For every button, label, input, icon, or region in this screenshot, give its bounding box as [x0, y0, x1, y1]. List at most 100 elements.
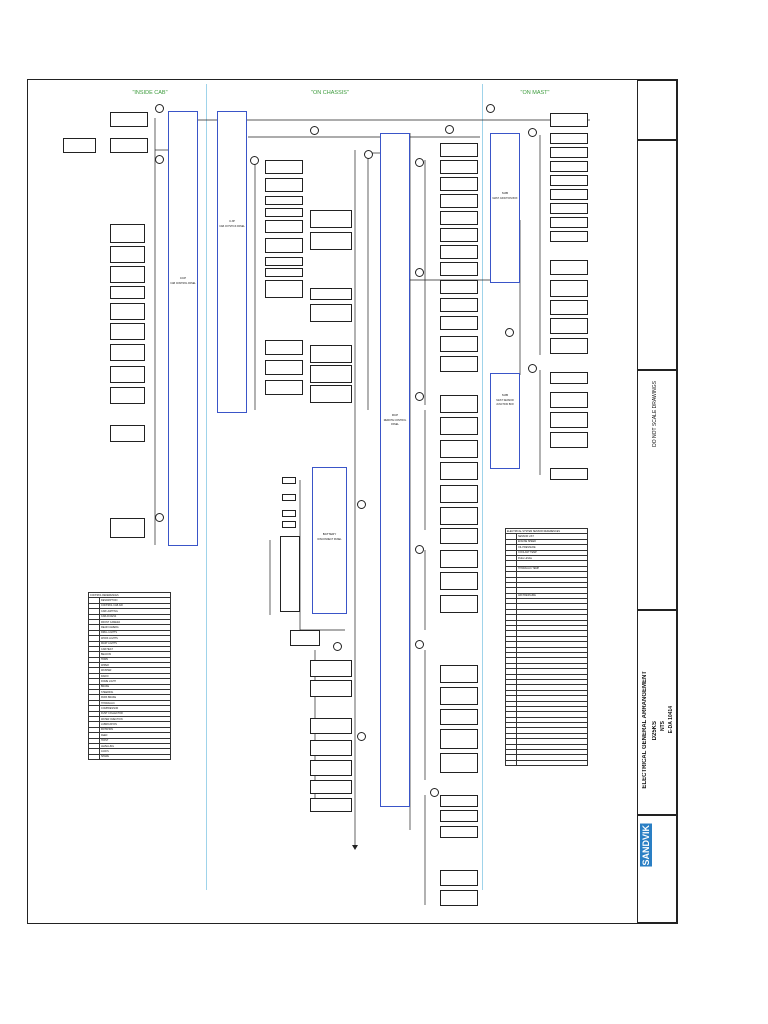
component-box[interactable] [310, 798, 352, 812]
component-box[interactable] [550, 280, 588, 297]
component-box[interactable] [110, 112, 148, 127]
component-box[interactable] [265, 208, 303, 217]
component-box[interactable] [310, 680, 352, 697]
rcp-module[interactable]: RCP REMOTE CONTROL PANEL [380, 133, 410, 807]
component-box[interactable] [310, 304, 352, 322]
component-box[interactable] [440, 826, 478, 838]
component-box[interactable] [110, 303, 145, 320]
component-box[interactable] [550, 231, 588, 242]
component-box[interactable] [110, 246, 145, 263]
component-box[interactable] [282, 494, 296, 501]
component-box[interactable] [440, 595, 478, 613]
component-box[interactable] [440, 316, 478, 330]
cjp-module[interactable]: CJP CAB JOYSTICK PANEL [217, 111, 247, 413]
component-box[interactable] [440, 485, 478, 503]
component-box[interactable] [63, 138, 96, 153]
component-box[interactable] [310, 718, 352, 734]
component-box[interactable] [282, 510, 296, 517]
component-box[interactable] [440, 417, 478, 435]
component-box[interactable] [550, 338, 588, 354]
component-box[interactable] [550, 468, 588, 480]
component-box[interactable] [440, 356, 478, 372]
component-box[interactable] [550, 133, 588, 144]
component-box[interactable] [265, 268, 303, 277]
component-box[interactable] [550, 300, 588, 315]
component-box[interactable] [310, 345, 352, 363]
component-box[interactable] [110, 286, 145, 299]
battery-module[interactable]: BATTERY DISCONNECT PANEL [312, 467, 347, 614]
component-box[interactable] [550, 175, 588, 186]
component-box[interactable] [310, 288, 352, 300]
component-box[interactable] [110, 425, 145, 442]
component-box[interactable] [440, 665, 478, 683]
component-box[interactable] [550, 217, 588, 228]
component-box[interactable] [110, 138, 148, 153]
component-box[interactable] [265, 340, 303, 355]
component-box[interactable] [440, 462, 478, 480]
component-box[interactable] [550, 203, 588, 214]
component-box[interactable] [440, 160, 478, 174]
component-box[interactable] [440, 143, 478, 157]
component-box[interactable] [440, 753, 478, 773]
component-box[interactable] [440, 298, 478, 312]
component-box[interactable] [440, 528, 478, 544]
component-box[interactable] [440, 709, 478, 725]
component-box[interactable] [110, 323, 145, 340]
component-box[interactable] [550, 260, 588, 275]
component-box[interactable] [550, 372, 588, 384]
component-box[interactable] [310, 210, 352, 228]
component-box[interactable] [440, 810, 478, 822]
component-box[interactable] [440, 795, 478, 807]
component-box[interactable] [440, 245, 478, 259]
component-box[interactable] [110, 387, 145, 404]
component-box[interactable] [110, 518, 145, 538]
component-box[interactable] [440, 177, 478, 191]
component-box[interactable] [550, 189, 588, 200]
component-box[interactable] [440, 336, 478, 352]
component-box[interactable] [310, 232, 352, 250]
component-box[interactable] [440, 687, 478, 705]
component-box[interactable] [282, 477, 296, 484]
component-box[interactable] [440, 507, 478, 525]
component-box[interactable] [440, 440, 478, 458]
component-box[interactable] [110, 344, 145, 361]
ccp-module[interactable]: CCP CAB CONTROL PANEL [168, 111, 198, 546]
component-box[interactable] [310, 780, 352, 794]
component-box[interactable] [440, 550, 478, 568]
component-box[interactable] [265, 280, 303, 298]
component-box[interactable] [310, 760, 352, 776]
component-box[interactable] [440, 211, 478, 225]
component-box[interactable] [550, 432, 588, 448]
component-box[interactable] [310, 385, 352, 403]
component-box[interactable] [440, 729, 478, 749]
component-box[interactable] [550, 113, 588, 127]
component-box[interactable] [440, 262, 478, 276]
component-box[interactable] [440, 280, 478, 294]
component-box[interactable] [265, 360, 303, 375]
mjb-module[interactable]: MJB MAST JUNCTION BOX [490, 133, 520, 283]
component-box[interactable] [265, 257, 303, 266]
component-box[interactable] [310, 740, 352, 756]
component-box[interactable] [265, 160, 303, 174]
component-box[interactable] [282, 521, 296, 528]
component-box[interactable] [265, 380, 303, 395]
component-box[interactable] [110, 224, 145, 243]
mjb-sensor-module[interactable]: MJB MAST SENSOR JUNCTION BOX [490, 373, 520, 469]
component-box[interactable] [440, 395, 478, 413]
component-box[interactable] [550, 161, 588, 172]
component-box[interactable] [265, 178, 303, 192]
component-box[interactable] [110, 266, 145, 283]
component-box[interactable] [440, 870, 478, 886]
component-box[interactable] [265, 238, 303, 253]
component-box[interactable] [550, 392, 588, 408]
component-box[interactable] [440, 572, 478, 590]
component-box[interactable] [290, 630, 320, 646]
component-box[interactable] [110, 366, 145, 383]
component-box[interactable] [310, 660, 352, 677]
component-box[interactable] [440, 194, 478, 208]
component-box[interactable] [440, 228, 478, 242]
component-box[interactable] [550, 318, 588, 334]
component-box[interactable] [440, 890, 478, 906]
component-box[interactable] [265, 196, 303, 205]
component-box[interactable] [265, 220, 303, 233]
